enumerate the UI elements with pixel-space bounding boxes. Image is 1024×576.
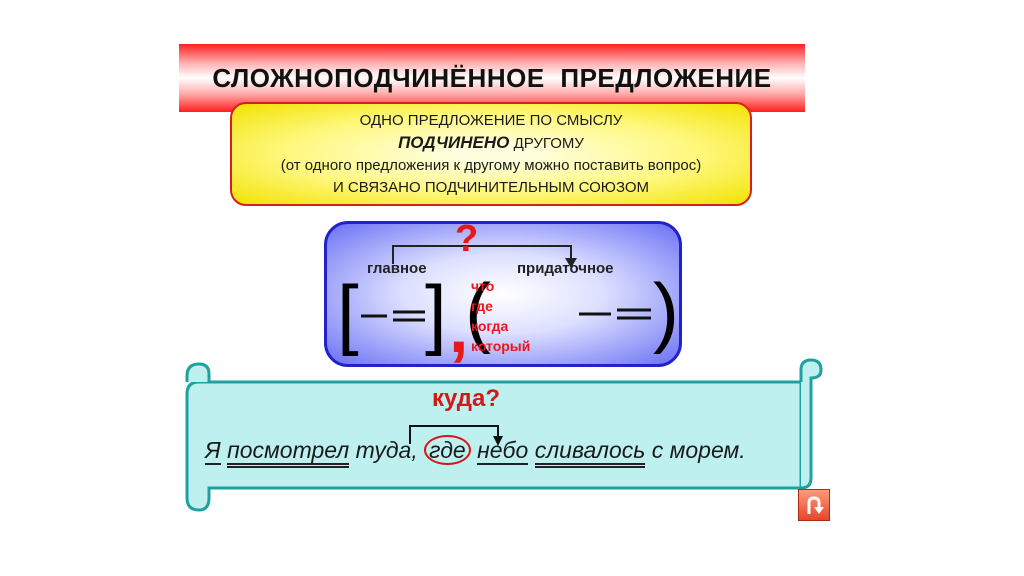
conjunction-item: где — [471, 298, 493, 314]
subordinate-close-paren: ) — [653, 267, 679, 355]
example-arrow — [409, 425, 503, 446]
definition-line-2: ПОДЧИНЕНО ДРУГОМУ — [398, 132, 584, 155]
title-bar: СЛОЖНОПОДЧИНЁННОЕ ПРЕДЛОЖЕНИЕ — [179, 44, 805, 112]
example-predicate: посмотрел — [227, 437, 350, 468]
definition-line-2-rest: ДРУГОМУ — [513, 134, 584, 152]
definition-emphasis: ПОДЧИНЕНО — [398, 132, 510, 152]
return-button[interactable] — [798, 489, 830, 521]
example-subject: Я — [205, 437, 221, 465]
u-turn-arrow-icon — [807, 496, 824, 514]
conjunction-item: когда — [471, 318, 509, 334]
page-title: СЛОЖНОПОДЧИНЁННОЕ ПРЕДЛОЖЕНИЕ — [212, 62, 772, 93]
example-word: с морем. — [645, 437, 746, 463]
scheme-underlines — [361, 308, 651, 322]
conjunction-item: что — [471, 278, 495, 294]
example-subject-2: небо — [477, 437, 529, 465]
scheme-question-mark: ? — [455, 218, 479, 260]
main-clause-close-bracket: ] — [425, 269, 447, 357]
example-word: туда, — [349, 437, 425, 463]
main-clause-open-bracket: [ — [337, 269, 359, 357]
subordinate-clause-label: придаточное — [517, 260, 614, 277]
conjunction-list: что где когда который — [471, 276, 530, 356]
definition-line-1: ОДНО ПРЕДЛОЖЕНИЕ ПО СМЫСЛУ — [359, 111, 623, 129]
main-clause-label: главное — [367, 260, 427, 277]
example-question: куда? — [432, 385, 501, 412]
example-conjunction: где — [424, 435, 471, 465]
example-scroll — [185, 358, 823, 512]
example-predicate-2: сливалось — [534, 437, 646, 468]
example-sentence: Я посмотрел туда, где небо сливалось с м… — [205, 435, 746, 468]
definition-line-4: И СВЯЗАНО ПОДЧИНИТЕЛЬНЫМ СОЮЗОМ — [332, 178, 650, 196]
sentence-scheme: ? главное придаточное [ ] , ( что где ко… — [324, 218, 682, 367]
definition-box: ОДНО ПРЕДЛОЖЕНИЕ ПО СМЫСЛУ ПОДЧИНЕНО ДРУ… — [230, 102, 752, 206]
conjunction-item: который — [471, 338, 531, 354]
scheme-comma: , — [449, 289, 469, 367]
scheme-arrow — [392, 245, 577, 268]
definition-line-3: (от одного предложения к другому можно п… — [280, 156, 702, 174]
subordinate-open-paren: ( — [465, 267, 491, 355]
